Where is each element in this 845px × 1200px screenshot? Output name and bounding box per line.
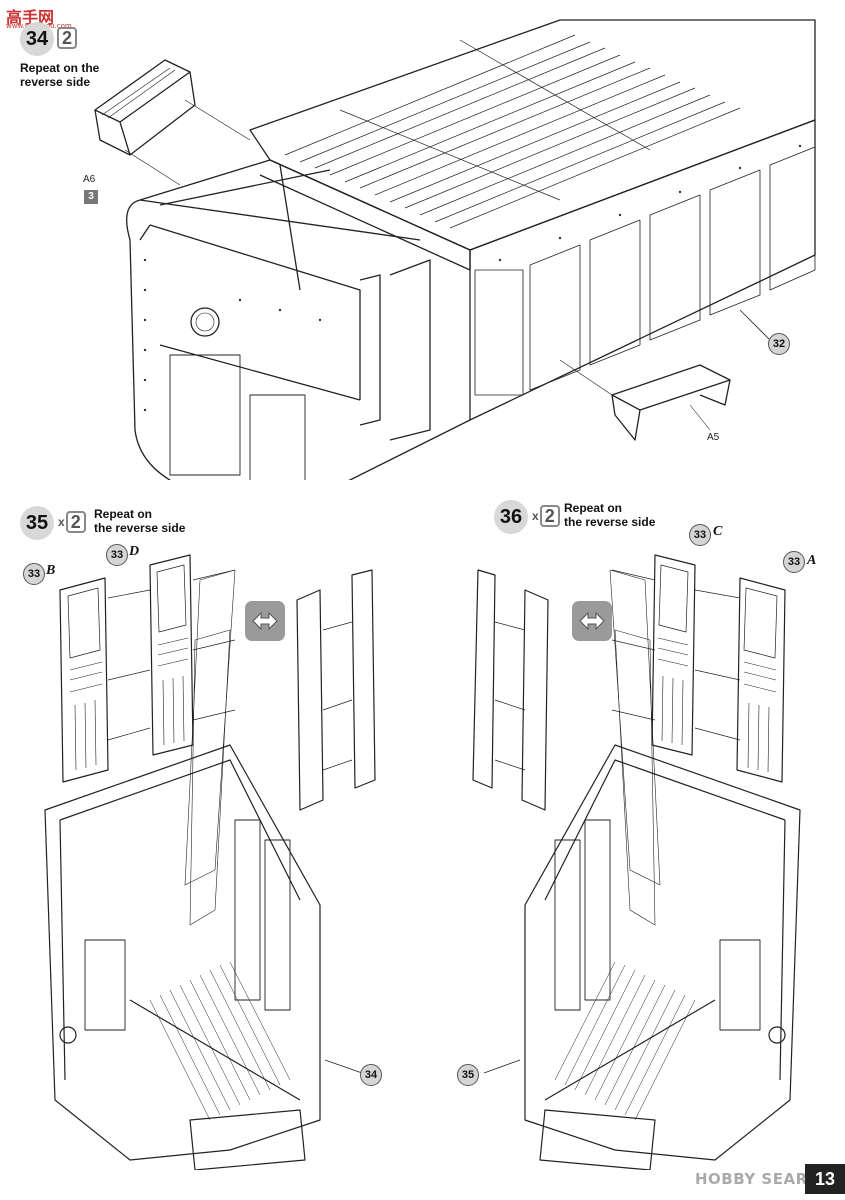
- callout-33b: 33: [23, 563, 45, 585]
- step-34-assembly-drawing: [94, 19, 816, 480]
- double-arrow-flip-icon: [572, 601, 612, 641]
- step-36-note-line1: Repeat on: [564, 501, 623, 515]
- sub-step-box: 3: [84, 190, 98, 204]
- callout-33a-suffix: A: [807, 553, 817, 568]
- step-36-assembly-drawing: [472, 554, 801, 1170]
- step-35-number: 35: [20, 506, 54, 540]
- callout-34: 34: [360, 1064, 382, 1086]
- callout-33b-suffix: B: [46, 563, 56, 578]
- step-35-assembly-drawing: [44, 554, 376, 1170]
- step-34-note: Repeat on the reverse side: [20, 61, 100, 89]
- callout-32: 32: [768, 333, 790, 355]
- callout-33c: 33: [689, 524, 711, 546]
- callout-35: 35: [457, 1064, 479, 1086]
- callout-33d: 33: [106, 544, 128, 566]
- step-34-number: 34: [20, 22, 54, 56]
- step-35-note-line1: Repeat on: [94, 507, 153, 521]
- brand-watermark: HOBBY SEARCH: [695, 1170, 833, 1188]
- step-36-note-line2: the reverse side: [564, 515, 656, 529]
- callout-33c-suffix: C: [713, 524, 723, 539]
- step-34-multiplier: 2: [56, 26, 78, 50]
- callout-33a: 33: [783, 551, 805, 573]
- step-36-number: 36: [494, 500, 528, 534]
- part-ref-a5: A5: [707, 432, 720, 443]
- part-ref-a6: A6: [83, 174, 96, 185]
- page-number: 13: [805, 1164, 845, 1194]
- step-35-note-line2: the reverse side: [94, 521, 186, 535]
- callout-33d-suffix: D: [129, 544, 140, 559]
- double-arrow-flip-icon: [245, 601, 285, 641]
